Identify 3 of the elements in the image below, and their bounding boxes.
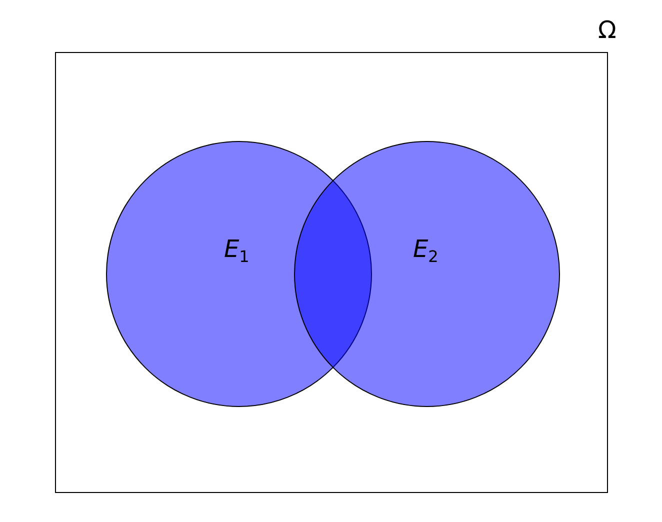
sample-space-label: Ω xyxy=(598,18,616,42)
set-label: E$_{2}$ xyxy=(413,237,438,261)
set-label: E$_{1}$ xyxy=(224,237,250,261)
